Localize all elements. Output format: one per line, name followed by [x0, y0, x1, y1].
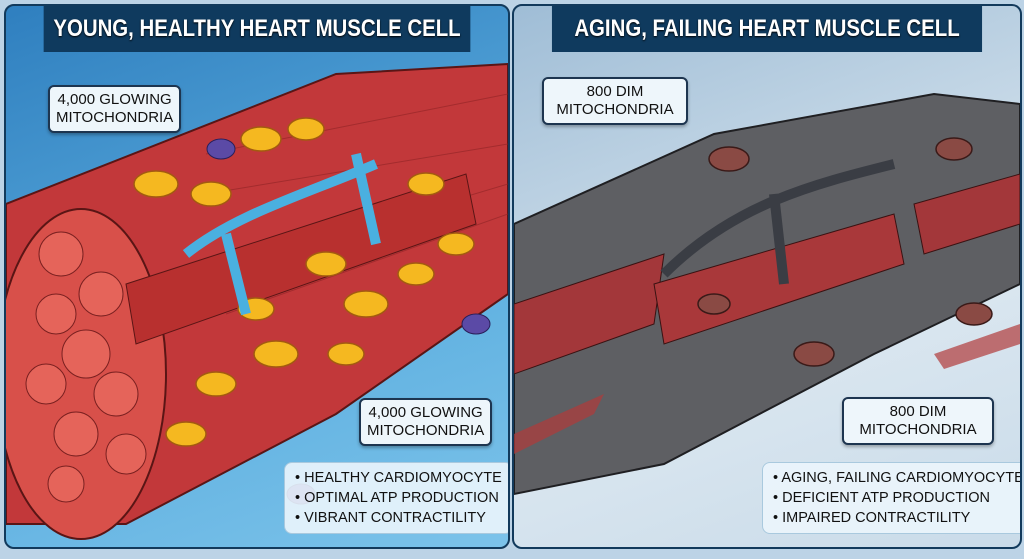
healthy-bullet-list: HEALTHY CARDIOMYOCYTEOPTIMAL ATP PRODUCT…: [284, 462, 508, 534]
panel-title: AGING, FAILING HEART MUSCLE CELL: [551, 6, 983, 52]
healthy-cell-panel: YOUNG, HEALTHY HEART MUSCLE CELL 4,000 G…: [4, 4, 510, 549]
failing-bullet-list: AGING, FAILING CARDIOMYOCYTEDEFICIENT AT…: [762, 462, 1020, 534]
healthy-cell-illustration: [6, 62, 508, 540]
failing-cell-panel: AGING, FAILING HEART MUSCLE CELL 800 DIM…: [512, 4, 1022, 549]
panel-title: YOUNG, HEALTHY HEART MUSCLE CELL: [43, 6, 471, 52]
failing-cell-illustration: [514, 92, 1020, 496]
